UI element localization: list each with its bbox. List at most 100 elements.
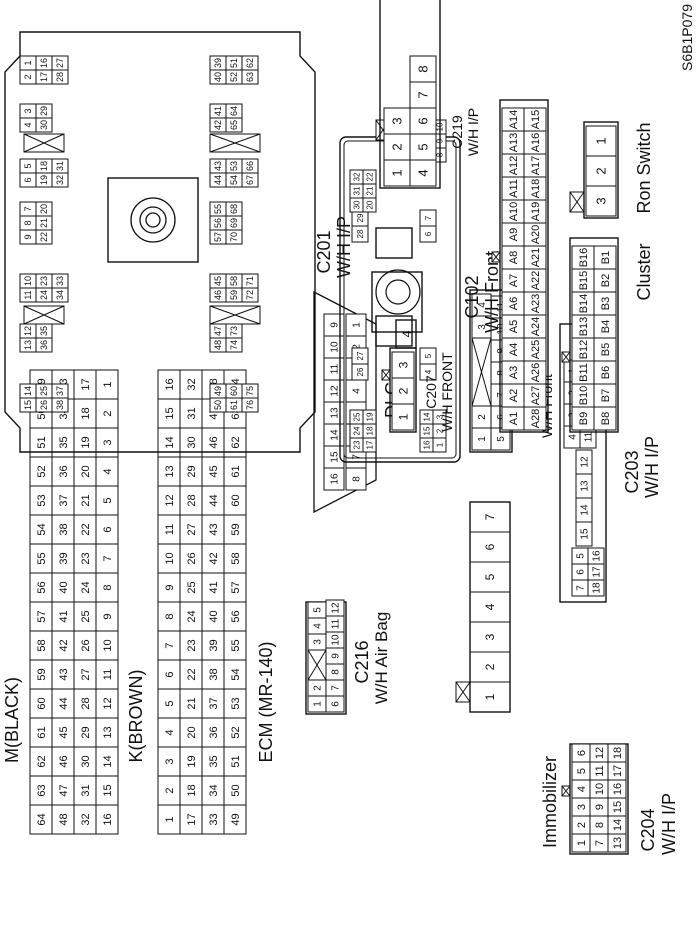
c201-pin: 73 (229, 326, 239, 336)
c204-pin: 17 (612, 765, 624, 777)
ecm-k-pin: 9 (164, 584, 176, 590)
c201-pin: 28 (55, 72, 65, 82)
ecm-m-pin: 38 (58, 523, 70, 535)
ecm-m-pin: 39 (58, 552, 70, 564)
c216-pin: 6 (331, 701, 342, 707)
c102-cell (362, 169, 377, 185)
c201-pin: 45 (213, 276, 223, 286)
cluster-pin: B6 (600, 366, 612, 379)
c201-pin: 43 (213, 161, 223, 171)
c201-pin: 41 (213, 106, 223, 116)
ecm-m-pin: 40 (58, 581, 70, 593)
ecm-k-pin: 44 (208, 494, 220, 506)
c201-pin: 48 (213, 340, 223, 350)
ecm-m-pin: 25 (80, 610, 92, 622)
c221-pin: 4 (477, 302, 488, 308)
c204-pin: 3 (576, 804, 588, 810)
c219-pin: 3 (390, 117, 405, 124)
ecm-k-pin: 50 (230, 784, 242, 796)
dlc-body (313, 290, 377, 514)
cluster-pin: A7 (508, 274, 520, 287)
c201-pin: 33 (55, 276, 65, 286)
c102-bolt-outer (375, 269, 421, 315)
cluster-pin: A1 (508, 412, 520, 425)
c204-pin: 11 (594, 765, 606, 776)
ecm-k-pin: 25 (186, 581, 198, 593)
diagram-code: S6B1P079 (679, 4, 695, 71)
immobilizer-title: Immobilizer (540, 756, 560, 848)
c201-pin: 34 (55, 290, 65, 300)
c201-pin: 44 (213, 175, 223, 185)
c216-pin: 5 (313, 607, 324, 613)
ecm-k-pin: 11 (164, 524, 176, 535)
c203-pin: 7 (576, 585, 587, 591)
cluster-pin: B15 (578, 271, 590, 291)
c102-title: C102 (462, 275, 482, 318)
c201-bolt-inner (139, 206, 167, 234)
c204-pin: 8 (594, 822, 606, 828)
dlc-pin: 12 (330, 385, 341, 397)
c219-pin: 1 (390, 169, 405, 176)
ecm-k-pin: 41 (208, 581, 220, 593)
cluster-pin: A19 (530, 202, 542, 222)
c201-pin: 62 (245, 58, 255, 68)
c201-pin: 32 (55, 175, 65, 185)
ecm-k-pin: 13 (164, 465, 176, 477)
c201-key-cross (209, 305, 261, 325)
cluster-cell (593, 245, 617, 270)
c216-pin: 2 (313, 685, 324, 691)
c201-pin: 68 (229, 204, 239, 214)
c201-pin: 66 (245, 161, 255, 171)
ecm-k-pin: 15 (164, 407, 176, 419)
immobilizer-pin: 4 (483, 603, 497, 610)
c201-cell (51, 158, 69, 174)
c201-pin: 12 (23, 326, 33, 336)
c219-title: C219 (449, 115, 465, 149)
ron-outline (583, 121, 619, 219)
c102-pin: 17 (365, 440, 374, 449)
ecm-k-pin: 12 (164, 494, 176, 506)
cluster-pin: A11 (508, 179, 520, 198)
dlc-pin: 16 (330, 473, 341, 485)
cluster-key-b-cross (561, 351, 571, 363)
c102-bolt-inner (385, 279, 411, 305)
c216-pin: 7 (331, 685, 342, 691)
cluster-pin: A18 (530, 179, 542, 199)
c102-boss (371, 271, 423, 333)
cluster-pin: A17 (530, 156, 542, 176)
c201-pin: 16 (39, 58, 49, 68)
c201-cell (241, 55, 259, 71)
c201-pin: 27 (55, 58, 65, 68)
c221-key-cross (471, 337, 492, 407)
c203-cell (587, 547, 605, 565)
c201-cell (241, 158, 259, 174)
c203-pin: 13 (580, 480, 591, 492)
c102-pin: 4 (424, 369, 433, 374)
c201-pin: 50 (213, 400, 223, 410)
c201-pin: 17 (39, 72, 49, 82)
ecm-m-pin: 27 (80, 668, 92, 680)
c102-pin: 25 (352, 412, 361, 421)
c201-cell (35, 201, 53, 217)
ecm-m-pin: 18 (80, 407, 92, 419)
c203-cell (575, 449, 593, 475)
c102-pin: 28 (356, 229, 365, 238)
c204-pin: 15 (612, 801, 624, 813)
ron-pin: 2 (594, 167, 609, 174)
cluster-pin: A28 (530, 409, 542, 429)
cluster-pin: A8 (508, 251, 520, 264)
c201-pin: 61 (229, 400, 239, 410)
ecm-k-pin: 46 (208, 436, 220, 448)
c201-cell (225, 103, 243, 119)
c201-bolt-outer (130, 197, 176, 243)
ecm-k-pin: 21 (186, 697, 198, 709)
c201-pin: 19 (39, 175, 49, 185)
ecm-title: ECM (MR-140) (256, 641, 276, 762)
c204-pin: 5 (576, 768, 588, 774)
dlc-pin: 9 (330, 322, 341, 328)
cluster-pin: B8 (600, 412, 612, 425)
ecm-k-pin: 30 (186, 436, 198, 448)
c201-pin: 4 (23, 122, 33, 127)
c201-pin: 60 (229, 386, 239, 396)
c203-pin: 15 (580, 528, 591, 540)
